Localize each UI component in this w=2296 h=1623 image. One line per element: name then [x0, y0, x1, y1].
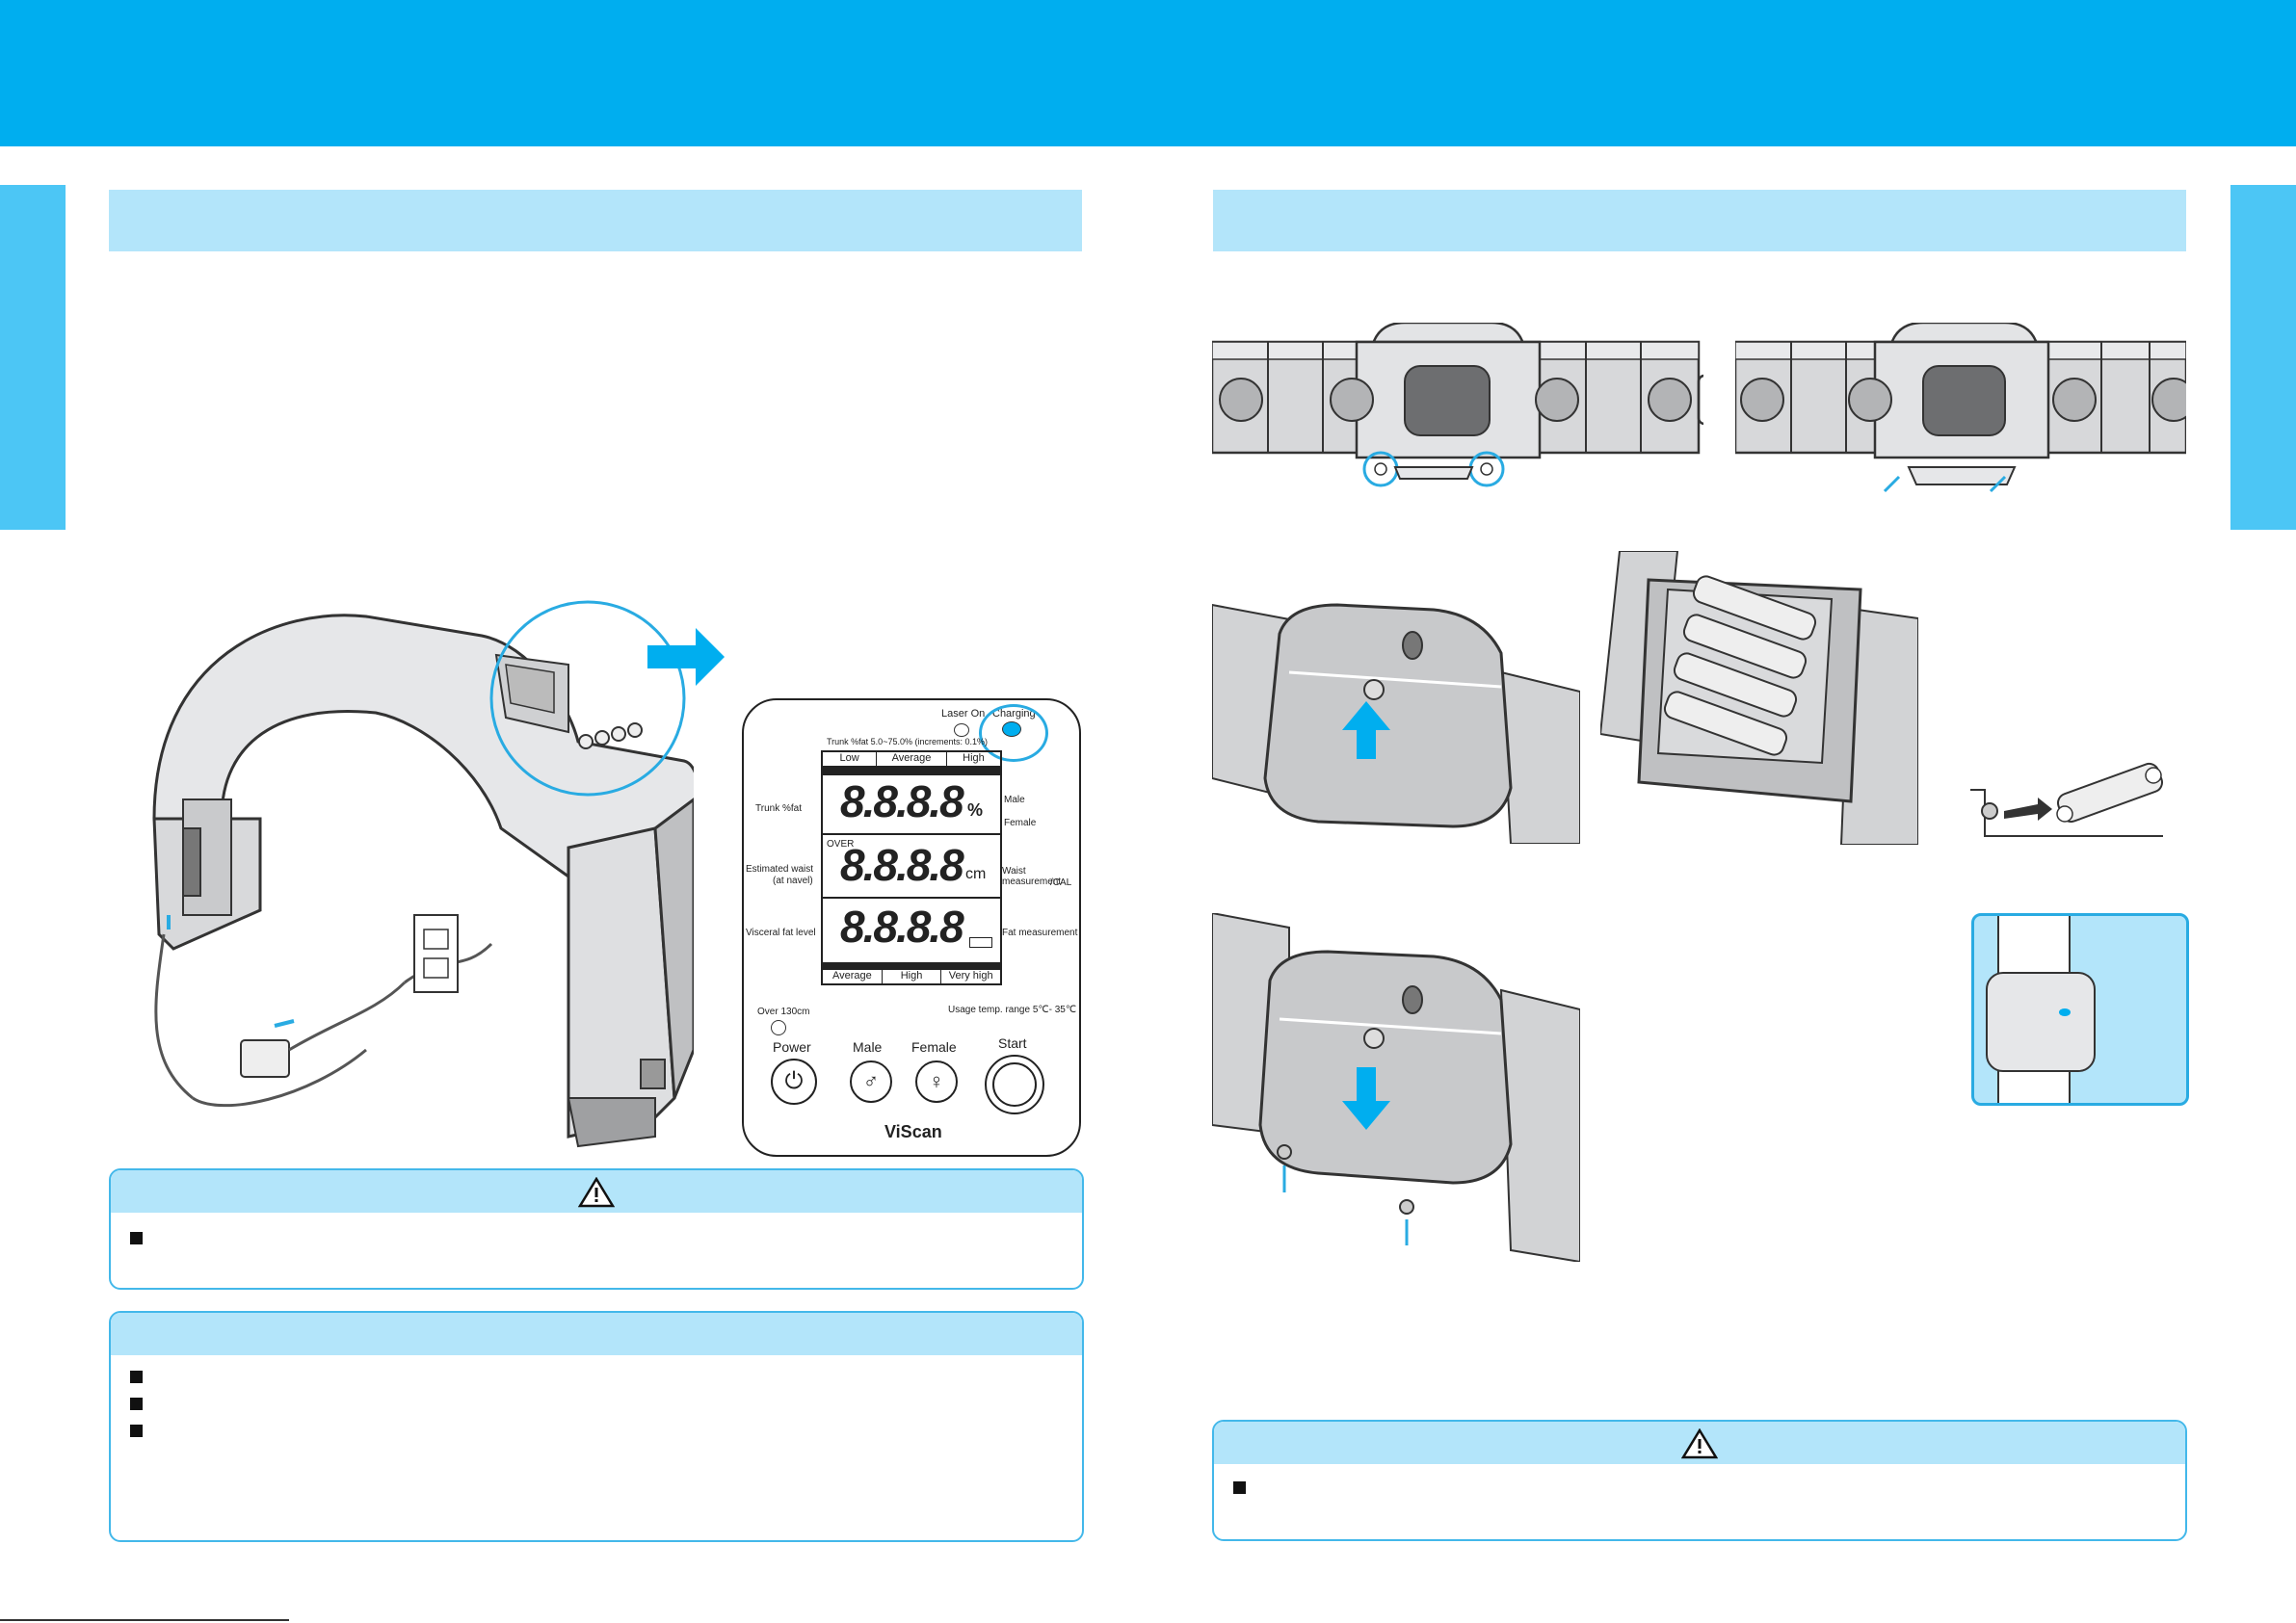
belt-diagram-screws	[1212, 323, 1703, 487]
bullet-square	[130, 1425, 143, 1437]
warning-icon	[578, 1177, 615, 1208]
over-indicator: OVER	[827, 839, 855, 850]
right-side-tab	[2230, 185, 2296, 530]
female-button-label: Female	[911, 1039, 957, 1055]
start-button-inner	[992, 1062, 1037, 1107]
laser-on-label: Laser On	[941, 708, 986, 720]
label-visceral-fat: Visceral fat level	[746, 928, 816, 938]
label-at-navel: (at navel)	[773, 876, 813, 886]
label-cal: /CAL	[1050, 877, 1072, 888]
label-waist-measurement: Waist measurement	[1002, 866, 1062, 887]
scale-bottom-high: High	[883, 970, 942, 983]
bullet-square	[130, 1398, 143, 1410]
left-section-header	[109, 190, 1082, 251]
male-button-label: Male	[853, 1039, 883, 1055]
scale-high: High	[963, 752, 985, 764]
laser-on-led	[954, 723, 969, 737]
scale-low: Low	[823, 752, 878, 766]
label-estimated-waist: Estimated waist	[746, 864, 814, 875]
start-button-outer	[985, 1055, 1044, 1114]
battery-compartment-diagram	[1600, 551, 1918, 845]
arrow-right-icon	[647, 628, 725, 686]
top-banner	[0, 0, 2296, 146]
viscan-device-illustration	[152, 600, 694, 1148]
brand-logo: ViScan	[884, 1122, 942, 1141]
bullet-square	[130, 1371, 143, 1383]
digits-visceral: 8.8.8.8	[840, 902, 964, 952]
label-fat-measurement: Fat measurement	[1002, 928, 1078, 938]
arrow-up-icon	[1342, 701, 1390, 759]
digits-trunk-fat: 8.8.8.8	[840, 776, 964, 826]
digits-waist: 8.8.8.8	[840, 840, 964, 890]
bullet-square	[1233, 1481, 1246, 1494]
battery-icon	[969, 937, 992, 948]
battery-insert-diagram	[1970, 762, 2163, 837]
range-note: Trunk %fat 5.0~75.0% (increments: 0.1%)	[827, 737, 988, 746]
start-label: Start	[998, 1035, 1027, 1051]
scale-average: Average	[877, 752, 947, 766]
label-trunk-fat: Trunk %fat	[755, 803, 802, 814]
warning-icon	[1681, 1428, 1718, 1459]
left-warning-header	[111, 1170, 1082, 1213]
left-side-tab	[0, 185, 66, 530]
charging-led-inset	[1971, 913, 2189, 1106]
crop-mark	[0, 1619, 289, 1621]
right-section-header	[1213, 190, 2186, 251]
left-note-box	[109, 1311, 1084, 1542]
scale-bottom-very-high: Very high	[948, 970, 993, 982]
female-icon: ♀	[915, 1060, 958, 1103]
cover-slide-open-diagram	[1212, 586, 1580, 844]
charging-highlight-circle	[979, 704, 1048, 762]
over-130-label: Over 130cm	[757, 1007, 810, 1017]
power-icon: ⏻	[771, 1059, 817, 1105]
left-note-header	[111, 1313, 1082, 1355]
right-warning-header	[1214, 1422, 2185, 1464]
control-panel-diagram: Laser On Charging Trunk %fat 5.0~75.0% (…	[742, 698, 1081, 1157]
right-warning-box	[1212, 1420, 2187, 1541]
label-male: Male	[1004, 795, 1025, 805]
left-warning-box	[109, 1168, 1084, 1290]
power-label: Power	[773, 1039, 811, 1055]
belt-diagram-cover-removed	[1735, 323, 2186, 493]
over-130-led	[771, 1020, 786, 1035]
label-female: Female	[1004, 818, 1037, 828]
unit-cm: cm	[965, 866, 987, 882]
unit-percent: %	[967, 800, 984, 820]
lcd-screen: Low Average High 8.8.8.8 % OVER 8.8.8.8 …	[821, 750, 1002, 985]
usage-temp: Usage temp. range 5℃- 35℃	[948, 1005, 1077, 1015]
male-icon: ♂	[850, 1060, 892, 1103]
scale-bottom-average: Average	[823, 970, 883, 983]
arrow-down-icon	[1342, 1067, 1390, 1130]
cover-slide-close-diagram	[1212, 913, 1580, 1262]
bullet-square	[130, 1232, 143, 1244]
